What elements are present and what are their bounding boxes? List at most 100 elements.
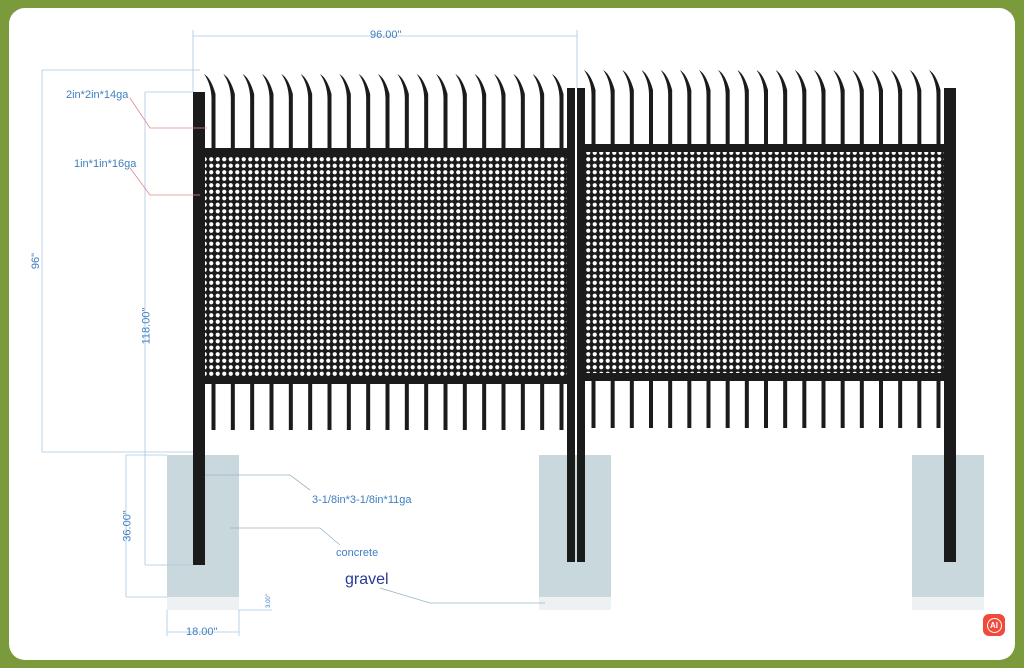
picket-bottom: [443, 380, 448, 430]
post: [944, 88, 956, 562]
picket-spear: [775, 70, 788, 148]
picket-bottom: [783, 377, 788, 428]
picket-bottom: [898, 377, 903, 428]
picket-bottom: [288, 380, 293, 430]
picket-bottom: [559, 380, 564, 430]
picket-spear: [532, 74, 545, 152]
post: [193, 92, 205, 565]
picket-bottom: [211, 380, 216, 430]
picket-spear: [929, 70, 941, 148]
picket-spear: [679, 70, 692, 148]
gravel-base: [539, 597, 611, 610]
picket-bottom: [308, 380, 313, 430]
picket-bottom: [501, 380, 506, 430]
callout-concrete: concrete: [336, 547, 379, 559]
dim-post-height: 118.00": [140, 307, 153, 345]
callout-rail: 2in*2in*14ga: [66, 89, 129, 101]
picket-spear: [603, 70, 615, 148]
picket-spear: [833, 70, 845, 148]
picket-bottom: [744, 377, 749, 428]
picket-spear: [397, 74, 409, 152]
ai-assistant-button[interactable]: AI: [983, 614, 1005, 636]
picket-bottom: [649, 377, 653, 428]
picket-spear: [718, 70, 730, 148]
picket-spear: [871, 70, 883, 148]
picket-bottom: [879, 377, 883, 428]
picket-bottom: [840, 377, 845, 428]
picket-bottom: [668, 377, 673, 428]
picket-spear: [339, 74, 351, 152]
picket-spear: [455, 74, 467, 152]
picket-spear: [552, 74, 564, 152]
picket-bottom: [366, 380, 371, 430]
picket-spear: [474, 74, 487, 152]
leader-picket: [129, 167, 200, 196]
picket-bottom: [859, 377, 864, 428]
picket-bottom: [687, 377, 692, 428]
picket-spear: [281, 74, 293, 152]
picket-bottom: [346, 380, 351, 430]
picket-spear: [416, 74, 429, 152]
picket-bottom: [725, 377, 730, 428]
picket-spear: [756, 70, 768, 148]
ai-icon: AI: [986, 617, 1002, 633]
picket-spear: [378, 74, 390, 152]
picket-bottom: [424, 380, 429, 430]
picket-bottom: [706, 377, 711, 428]
dim-total-height: 96": [30, 252, 43, 270]
picket-spear: [300, 74, 313, 152]
picket-bottom: [917, 377, 922, 428]
gravel-base: [912, 597, 984, 610]
picket-spear: [737, 70, 749, 148]
picket-bottom: [591, 377, 596, 428]
picket-spear: [794, 70, 807, 148]
picket-spear: [584, 70, 596, 148]
picket-bottom: [802, 377, 807, 428]
picket-bottom: [404, 380, 409, 430]
leader-gravel: [379, 587, 545, 604]
picket-spear: [513, 74, 525, 152]
picket-spear: [358, 74, 371, 152]
mesh-panel: [585, 148, 944, 377]
picket-spear: [852, 70, 864, 148]
callout-post: 3-1/8in*3-1/8in*11ga: [312, 494, 412, 506]
picket-bottom: [610, 377, 615, 428]
dim-footing-depth: 36.00": [121, 510, 134, 542]
picket-spear: [320, 74, 332, 152]
picket-spear: [436, 74, 448, 152]
picket-bottom: [482, 380, 487, 430]
leader-rail: [129, 97, 207, 129]
picket-bottom: [936, 377, 941, 428]
picket-spear: [641, 70, 653, 148]
dim-panel-width: 96.00": [370, 29, 402, 41]
picket-spear: [699, 70, 711, 148]
mesh-panel: [205, 152, 567, 380]
post: [567, 88, 575, 562]
dim-footing-width: 18.00": [186, 626, 218, 638]
picket-spear: [242, 74, 255, 152]
dim-gravel-depth: 3.00": [265, 594, 272, 608]
picket-spear: [890, 70, 903, 148]
picket-bottom: [250, 380, 255, 430]
picket-spear: [262, 74, 274, 152]
leader-post: [205, 474, 311, 491]
callout-gravel: gravel: [345, 571, 389, 588]
picket-bottom: [269, 380, 274, 430]
picket-bottom: [462, 380, 467, 430]
picket-spear: [494, 74, 506, 152]
picket-spear: [814, 70, 826, 148]
picket-bottom: [629, 377, 634, 428]
post: [577, 88, 585, 562]
picket-spear: [660, 70, 673, 148]
picket-bottom: [540, 380, 545, 430]
picket-bottom: [520, 380, 525, 430]
picket-spear: [622, 70, 634, 148]
picket-spear: [204, 74, 216, 152]
picket-bottom: [385, 380, 390, 430]
leader-concrete: [230, 527, 341, 546]
gravel-base: [167, 597, 239, 610]
callout-picket: 1in*1in*16ga: [74, 158, 137, 170]
picket-bottom: [230, 380, 235, 430]
picket-spear: [223, 74, 235, 152]
